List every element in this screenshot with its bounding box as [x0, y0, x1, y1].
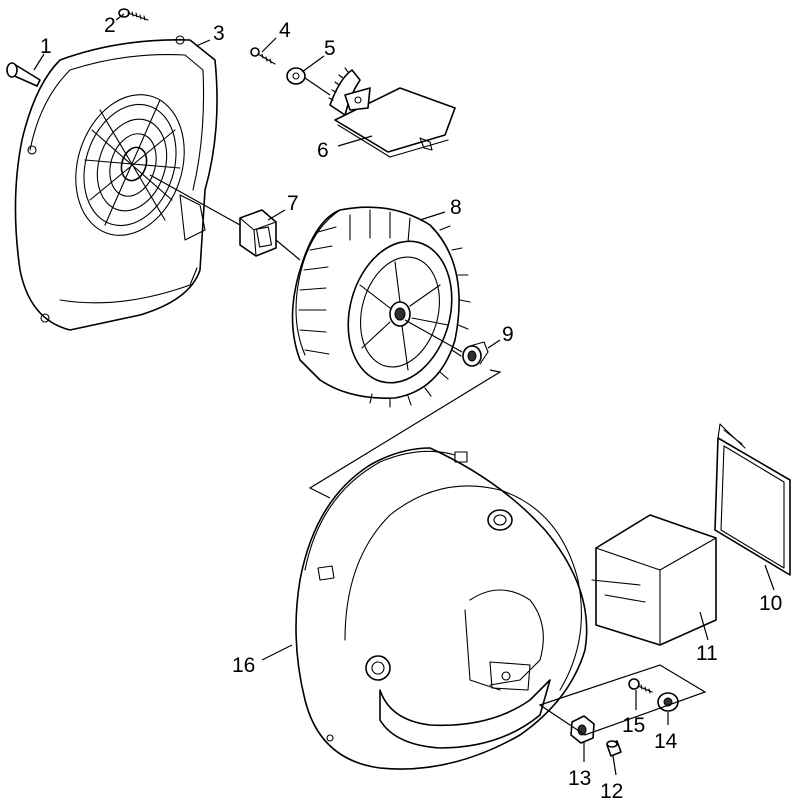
part-3-fan-cover [14, 35, 218, 331]
callout-labels: 1 2 3 4 5 6 7 8 9 10 11 12 13 14 15 16 [40, 14, 782, 803]
part-13-nut [570, 715, 595, 744]
callout-2: 2 [104, 14, 116, 37]
callout-10: 10 [759, 592, 782, 615]
part-2-screw [118, 8, 149, 21]
callout-13: 13 [568, 767, 591, 790]
callout-4: 4 [279, 19, 291, 42]
callout-15: 15 [622, 714, 645, 737]
part-10-gasket [714, 423, 791, 576]
callout-8: 8 [450, 196, 462, 219]
callout-11: 11 [696, 642, 718, 665]
small-parts-outline [538, 664, 707, 736]
assembly-link-line [308, 369, 502, 499]
callout-12: 12 [600, 780, 623, 803]
part-6-damper-flap [328, 67, 456, 158]
callout-9: 9 [502, 323, 514, 346]
part-12-pin [606, 740, 622, 757]
part-4-screw [250, 47, 276, 65]
part-15-bolt [628, 678, 653, 694]
callout-5: 5 [324, 37, 336, 60]
part-5-washer [286, 67, 331, 96]
part-8-impeller [291, 206, 471, 408]
part-1-screw [6, 62, 41, 87]
callout-16: 16 [232, 654, 255, 677]
callout-14: 14 [654, 730, 678, 753]
part-16-housing [295, 447, 588, 770]
callout-leaders [33, 13, 775, 776]
part-11-filter [591, 514, 717, 646]
callout-3: 3 [213, 22, 225, 45]
part-9-bushing [404, 319, 501, 367]
part-7-hub-adapter [149, 174, 301, 261]
callout-6: 6 [317, 139, 329, 162]
callout-1: 1 [40, 35, 52, 58]
callout-7: 7 [287, 192, 299, 215]
